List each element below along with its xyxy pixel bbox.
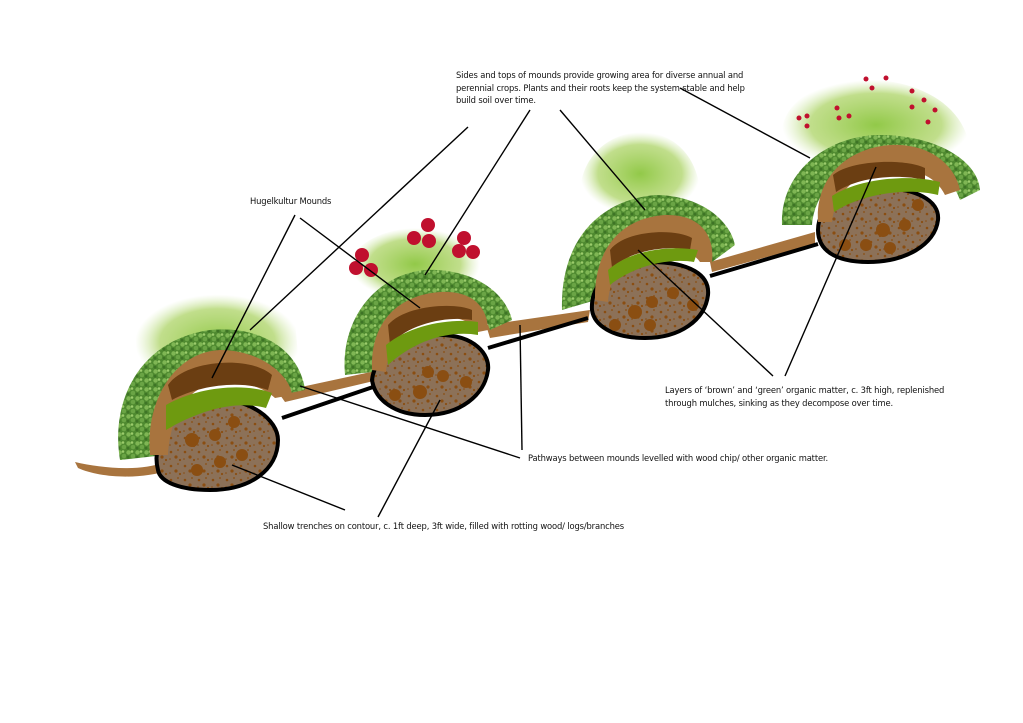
mound-3-brown-layer <box>610 232 692 268</box>
leader-layers-1 <box>637 249 774 377</box>
annotation-organic-layers: Layers of ‘brown’ and ‘green’ organic ma… <box>665 385 945 408</box>
leader-trench-1 <box>231 464 346 511</box>
mound-1 <box>118 294 305 493</box>
mound-2 <box>344 218 512 418</box>
mound-2-ivy <box>344 269 512 375</box>
ground-shadow-line <box>281 242 819 420</box>
leader-sides-2 <box>424 109 531 276</box>
pathway-4 <box>710 232 815 272</box>
mound-3-foliage-top <box>580 132 700 215</box>
leader-sides-1 <box>249 126 469 331</box>
mound-3-green-layer <box>608 248 698 285</box>
mound-1-brown-layer <box>168 362 272 400</box>
mound-1-green-layer <box>166 387 272 430</box>
leader-lines <box>211 87 877 518</box>
annotation-trenches: Shallow trenches on contour, c. 1ft deep… <box>263 521 624 531</box>
pathway-1 <box>75 462 170 477</box>
leader-trench-2 <box>377 399 441 518</box>
mound-4-green-layer <box>832 178 940 212</box>
mound-3-logs <box>609 287 699 331</box>
pathway-3 <box>486 310 590 338</box>
leader-hugel-1 <box>211 214 296 379</box>
ground-profile <box>75 232 819 477</box>
annotation-hugelkultur-mounds: Hugelkultur Mounds <box>250 196 332 206</box>
annotation-pathways: Pathways between mounds levelled with wo… <box>528 453 828 463</box>
mound-3 <box>561 132 735 341</box>
leader-hugel-2 <box>299 217 421 309</box>
mound-2-logs <box>389 366 472 401</box>
leader-sides-3 <box>559 109 646 211</box>
leader-paths-1 <box>299 385 521 459</box>
leader-sides-4 <box>679 87 811 159</box>
mound-4-brown-layer <box>833 161 925 192</box>
annotation-growing-area: Sides and tops of mounds provide growing… <box>456 70 745 106</box>
mound-4 <box>781 75 980 265</box>
mound-1-logs <box>185 416 248 476</box>
mound-2-green-layer <box>386 320 478 365</box>
pathway-2 <box>278 370 380 402</box>
mound-4-logs <box>839 199 924 254</box>
leader-layers-2 <box>784 166 877 377</box>
mound-4-berries <box>796 75 938 129</box>
mound-2-brown-layer <box>388 305 472 345</box>
mound-4-soil-cap <box>817 144 960 222</box>
leader-paths-2 <box>519 324 523 451</box>
